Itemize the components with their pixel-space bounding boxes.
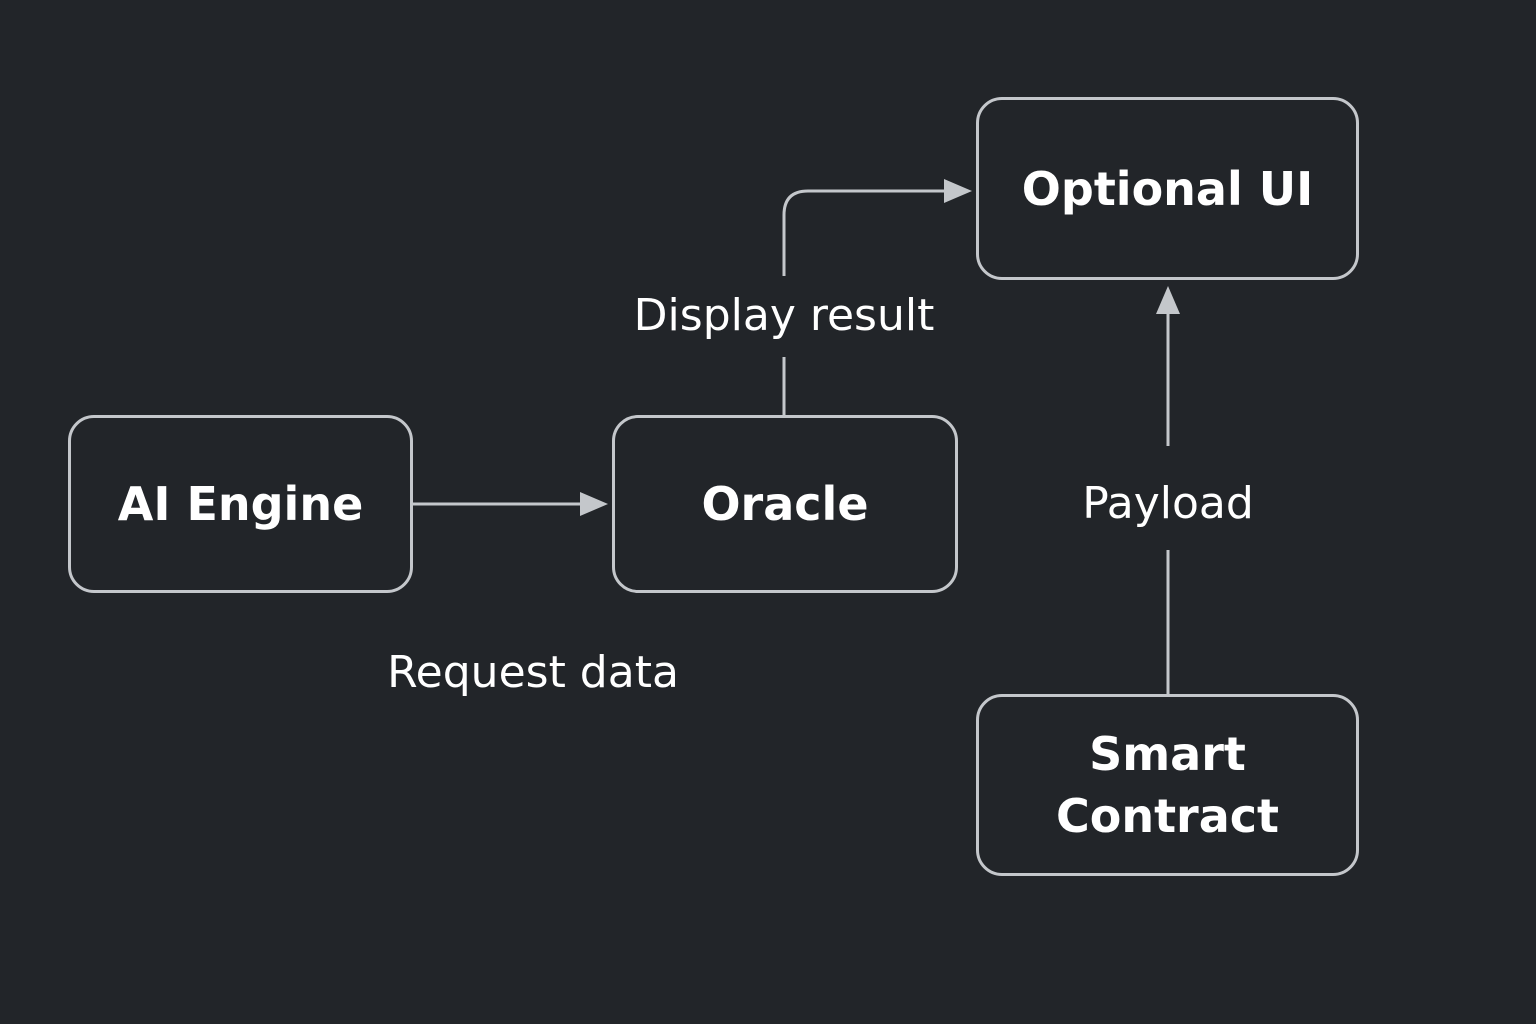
arrowhead-ui-bottom-icon [1156, 286, 1180, 314]
arrowhead-ui-left-icon [944, 179, 972, 203]
node-optional-ui: Optional UI [976, 97, 1359, 280]
edge-display-result-to-ui [782, 189, 946, 276]
node-oracle-label: Oracle [701, 477, 869, 531]
node-smart-contract-line2: Contract [1055, 789, 1280, 843]
node-optional-ui-label: Optional UI [1021, 161, 1314, 216]
node-smart-contract: Smart Contract [976, 694, 1359, 876]
edge-label-payload: Payload [1082, 478, 1254, 529]
edge-label-display-result: Display result [633, 290, 935, 341]
edge-label-request-data: Request data [387, 647, 679, 698]
node-ai-engine: AI Engine [68, 415, 413, 593]
arrowhead-oracle-icon [580, 492, 608, 516]
node-smart-contract-line1: Smart [1089, 727, 1246, 781]
node-smart-contract-label: Smart Contract [1056, 723, 1279, 847]
node-oracle: Oracle [612, 415, 958, 593]
node-ai-engine-label: AI Engine [117, 477, 364, 531]
